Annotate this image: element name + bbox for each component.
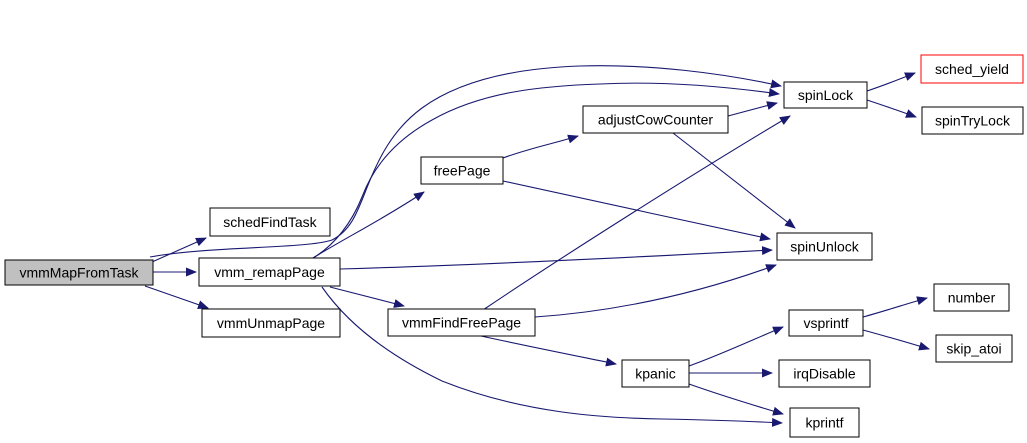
node-box-vmm_remapPage[interactable] (198, 257, 341, 287)
node-vmmMapFromTask[interactable]: vmmMapFromTask (4, 259, 154, 286)
node-sched_yield[interactable]: sched_yield (920, 54, 1024, 84)
node-label-vsprintf: vsprintf (803, 315, 848, 331)
node-vmm_remapPage[interactable]: vmm_remapPage (198, 257, 341, 287)
node-spinUnlock[interactable]: spinUnlock (776, 232, 873, 261)
edge-vmmMapFromTask-to-vmmUnmapPage (144, 285, 209, 309)
edges-layer (144, 65, 930, 427)
edge-vmm_remapPage-to-freePage (312, 191, 425, 259)
edge-spinLock-to-sched_yield (866, 72, 916, 92)
node-box-number[interactable] (933, 283, 1010, 312)
edge-vmmMapFromTask-to-spinLock (149, 65, 782, 258)
node-box-adjustCowCounter[interactable] (582, 105, 729, 134)
node-label-spinUnlock: spinUnlock (790, 239, 859, 255)
node-box-kprintf[interactable] (789, 407, 860, 438)
edge-vmmFindFreePage-to-kpanic (480, 335, 617, 367)
node-label-adjustCowCounter: adjustCowCounter (598, 112, 714, 128)
node-box-sched_yield[interactable] (920, 54, 1024, 84)
node-box-skip_atoi[interactable] (935, 334, 1013, 363)
node-box-vmmFindFreePage[interactable] (387, 308, 536, 337)
node-label-freePage: freePage (434, 163, 491, 179)
node-label-spinLock: spinLock (798, 87, 854, 103)
node-box-spinUnlock[interactable] (776, 232, 873, 261)
node-box-vmmMapFromTask[interactable] (4, 259, 154, 286)
edge-vsprintf-to-number (862, 296, 928, 318)
node-vmmUnmapPage[interactable]: vmmUnmapPage (201, 308, 341, 338)
edge-adjustCowCounter-to-spinUnlock (672, 132, 796, 229)
edge-adjustCowCounter-to-spinLock (727, 101, 778, 117)
edge-vmmFindFreePage-to-spinUnlock (534, 264, 777, 318)
node-vsprintf[interactable]: vsprintf (788, 309, 864, 337)
edge-vmm_remapPage-to-spinLock (312, 82, 780, 259)
node-kpanic[interactable]: kpanic (621, 359, 690, 388)
node-irqDisable[interactable]: irqDisable (778, 359, 871, 388)
node-skip_atoi[interactable]: skip_atoi (935, 334, 1013, 363)
node-label-number: number (948, 290, 996, 306)
node-label-sched_yield: sched_yield (935, 61, 1009, 77)
edge-vmmFindFreePage-to-spinLock (482, 115, 791, 311)
node-label-vmmFindFreePage: vmmFindFreePage (402, 315, 521, 331)
node-vmmFindFreePage[interactable]: vmmFindFreePage (387, 308, 536, 337)
edge-kpanic-to-vsprintf (688, 326, 784, 367)
edge-spinLock-to-spinTryLock (866, 99, 917, 118)
node-box-vmmUnmapPage[interactable] (201, 308, 341, 338)
node-box-spinTryLock[interactable] (921, 106, 1024, 135)
node-number[interactable]: number (933, 283, 1010, 312)
node-label-vmmMapFromTask: vmmMapFromTask (19, 265, 139, 281)
node-box-kpanic[interactable] (621, 359, 690, 388)
node-label-spinTryLock: spinTryLock (935, 113, 1011, 129)
node-label-irqDisable: irqDisable (793, 366, 855, 382)
edge-kpanic-to-kprintf (688, 383, 784, 416)
node-label-kprintf: kprintf (805, 415, 843, 431)
edge-vsprintf-to-skip_atoi (862, 329, 930, 351)
node-box-spinLock[interactable] (783, 81, 868, 109)
node-spinLock[interactable]: spinLock (783, 81, 868, 109)
node-label-schedFindTask: schedFindTask (223, 214, 317, 230)
edge-vmm_remapPage-to-kprintf (321, 286, 783, 427)
node-box-schedFindTask[interactable] (209, 207, 331, 237)
node-freePage[interactable]: freePage (420, 156, 504, 185)
edge-vmm_remapPage-to-spinUnlock (339, 246, 773, 270)
node-label-vmm_remapPage: vmm_remapPage (214, 264, 325, 280)
node-label-skip_atoi: skip_atoi (946, 341, 1001, 357)
edge-vmmMapFromTask-to-schedFindTask (151, 237, 207, 263)
node-label-vmmUnmapPage: vmmUnmapPage (217, 315, 325, 331)
node-spinTryLock[interactable]: spinTryLock (921, 106, 1024, 135)
node-schedFindTask[interactable]: schedFindTask (209, 207, 331, 237)
node-kprintf[interactable]: kprintf (789, 407, 860, 438)
node-box-freePage[interactable] (420, 156, 504, 185)
node-adjustCowCounter[interactable]: adjustCowCounter (582, 105, 729, 134)
edge-vmm_remapPage-to-vmmFindFreePage (329, 286, 405, 308)
nodes-layer: vmmMapFromTask schedFindTask vmm_remapPage… (4, 54, 1024, 438)
node-label-kpanic: kpanic (635, 366, 675, 382)
node-box-vsprintf[interactable] (788, 309, 864, 337)
edge-freePage-to-adjustCowCounter (502, 134, 579, 159)
node-box-irqDisable[interactable] (778, 359, 871, 388)
